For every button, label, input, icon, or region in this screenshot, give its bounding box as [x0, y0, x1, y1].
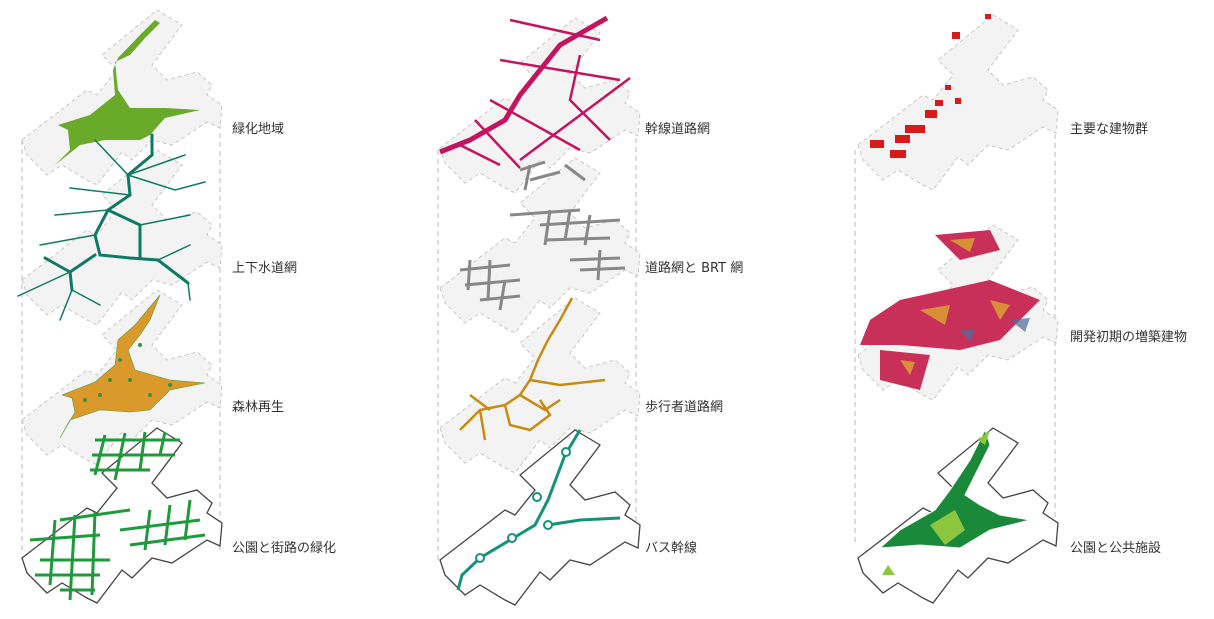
- layer-label-greening-area: 緑化地域: [232, 122, 285, 137]
- column-buildings: [854, 14, 1059, 604]
- arterial-road-network: [439, 15, 631, 169]
- road-brt-network: [459, 160, 626, 311]
- greening-area-shape: [55, 20, 200, 165]
- forest-dots: [83, 343, 172, 402]
- parks-public-facilities: [878, 428, 1031, 549]
- park-street-greening-grid: [29, 431, 206, 601]
- water-sewer-network: [17, 133, 206, 321]
- column-green-infrastructure: [17, 9, 223, 604]
- layer-label-reforestation: 森林再生: [232, 400, 285, 415]
- layer-label-bus-trunk: バス幹線: [645, 541, 698, 556]
- reforestation-shape: [59, 294, 206, 439]
- layer-label-road-brt: 道路網と BRT 網: [645, 261, 744, 276]
- layer-label-major-buildings: 主要な建物群: [1070, 122, 1149, 137]
- layer-plate: [21, 149, 223, 326]
- early-added-buildings: [860, 230, 1040, 390]
- layer-label-early-buildings: 開発初期の増築建物: [1070, 330, 1188, 345]
- major-buildings: [870, 14, 991, 158]
- layer-plate: [439, 297, 641, 474]
- layer-label-park-street-greening: 公園と街路の緑化: [232, 541, 337, 556]
- column-transport: [437, 15, 641, 606]
- bus-stops: [475, 447, 571, 563]
- layer-label-pedestrian: 歩行者道路網: [645, 400, 724, 415]
- pedestrian-network: [459, 297, 606, 441]
- layer-label-parks-facilities: 公園と公共施設: [1070, 541, 1162, 556]
- layer-plate: [439, 17, 641, 194]
- layer-plate: [439, 157, 641, 334]
- layer-label-water-sewer: 上下水道網: [232, 261, 298, 276]
- layer-label-arterial-roads: 幹線道路網: [645, 122, 711, 137]
